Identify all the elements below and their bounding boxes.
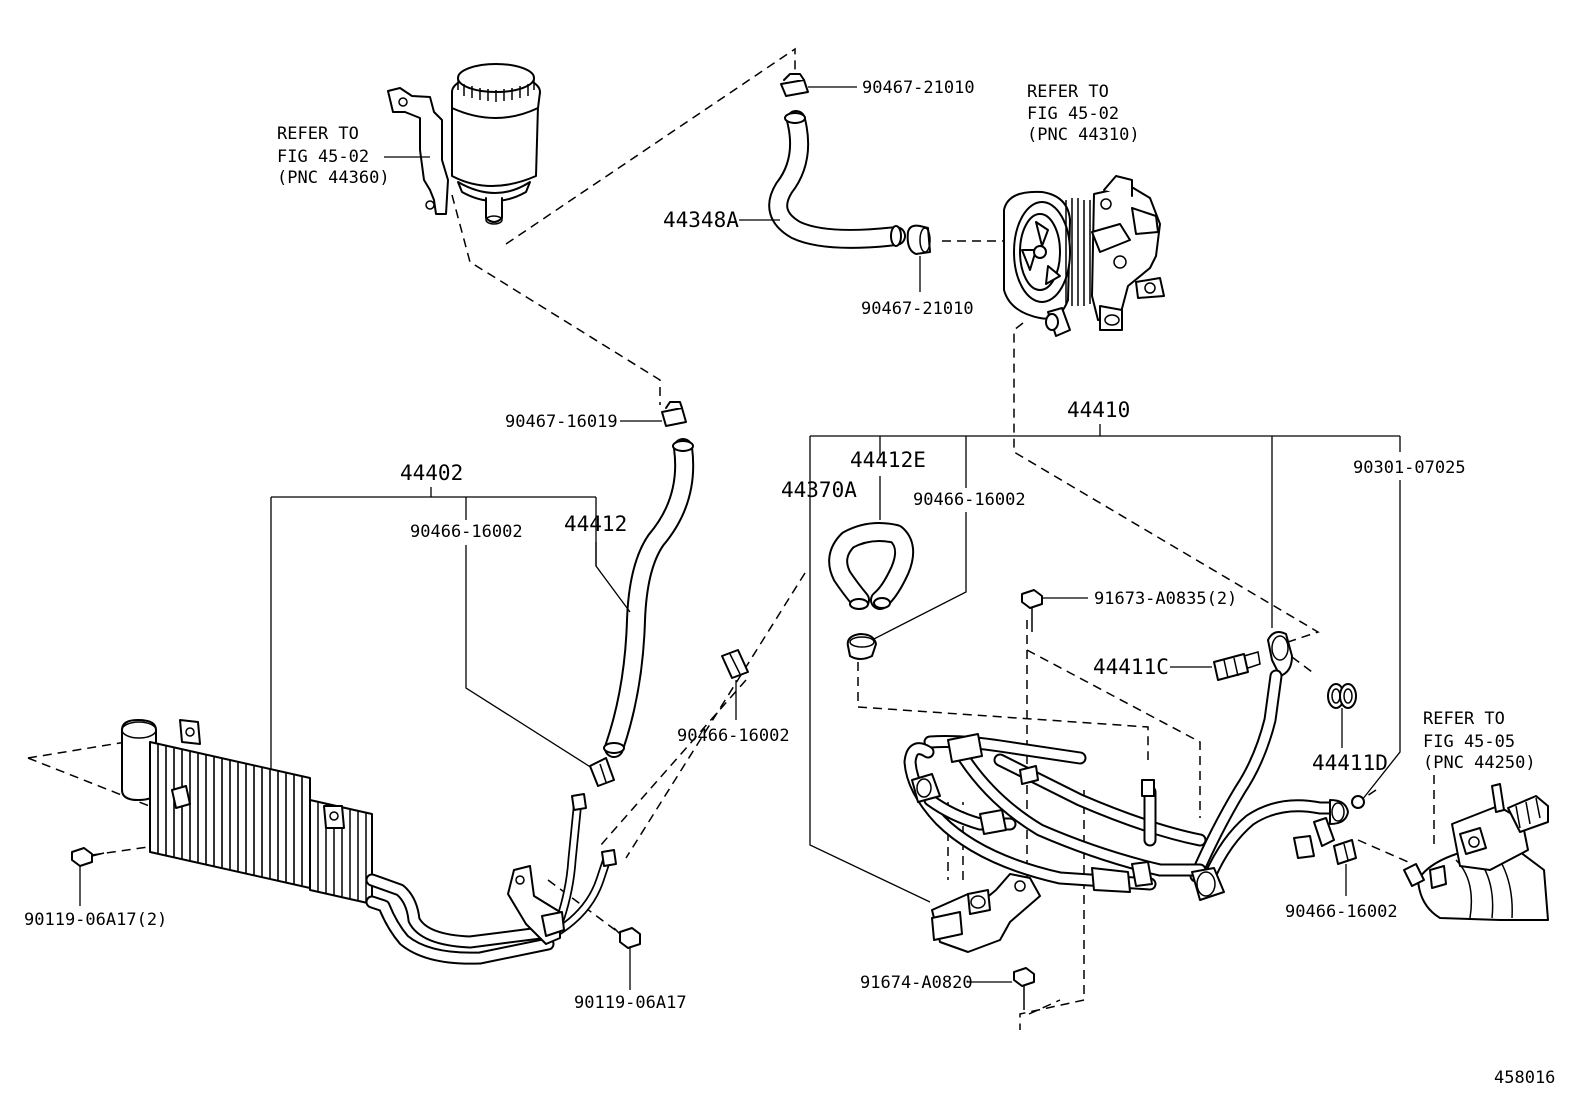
gear-refer-line3: (PNC 44250): [1423, 753, 1536, 773]
reservoir-refer-line2: FIG 45-02: [277, 147, 369, 167]
clamp-gear-label: 90466-16002: [1285, 902, 1398, 922]
clamp-top-label: 90467-21010: [862, 78, 975, 98]
bolt-91674-a0820: 91674-A0820: [860, 967, 1035, 1010]
hose-44412: 44412: [564, 438, 695, 758]
gasket-44411d: 44411D: [1312, 683, 1388, 775]
steering-gear: [1403, 783, 1549, 921]
figure-number: 458016: [1494, 1068, 1555, 1088]
pump-refer-line2: FIG 45-02: [1027, 104, 1119, 124]
pump-refer-line3: (PNC 44310): [1027, 125, 1140, 145]
clamp-44410-label: 90466-16002: [913, 490, 1026, 510]
gear-refer-line1: REFER TO: [1423, 709, 1505, 729]
hose-44348a: 44348A: [663, 110, 906, 249]
union-44411c-label: 44411C: [1093, 655, 1169, 679]
clamp-90466-16002-44410: [846, 633, 877, 660]
bolt-90119-06a17-left: 90119-06A17(2): [24, 847, 167, 930]
bolt-cooler-bottom-label: 90119-06A17: [574, 993, 687, 1013]
power-steering-pump: [1003, 175, 1165, 337]
clamp-90466-16002-gear: 90466-16002: [1285, 839, 1398, 922]
hose-44348a-label: 44348A: [663, 208, 739, 232]
reservoir-tank: [387, 63, 541, 225]
bolt-91673-label: 91673-A0835(2): [1094, 589, 1237, 609]
clamp-90467-21010-pump: 90467-21010: [861, 224, 974, 319]
union-44411c: 44411C: [1093, 651, 1261, 681]
reservoir-refer-label: REFER TO FIG 45-02 (PNC 44360): [277, 124, 430, 188]
hose-44412e-label: 44412E: [850, 448, 926, 472]
gear-refer-label: REFER TO FIG 45-05 (PNC 44250): [1423, 709, 1536, 773]
clamp-mid-label: 90466-16002: [677, 726, 790, 746]
clamp-16019-label: 90467-16019: [505, 412, 618, 432]
group-44410: 44410 44412E 44370A 90466-16002 90301-07…: [781, 398, 1466, 903]
clamp-90466-16002-mid: 90466-16002: [677, 649, 790, 746]
clamp-cooler-label: 90466-16002: [410, 522, 523, 542]
pressure-tube-assembly: [903, 631, 1349, 901]
oring-label: 90301-07025: [1353, 458, 1466, 478]
gasket-44411d-label: 44411D: [1312, 751, 1388, 775]
group-44410-label: 44410: [1067, 398, 1130, 422]
pump-refer-line1: REFER TO: [1027, 82, 1109, 102]
group-44402-label: 44402: [400, 461, 463, 485]
cooler-fins: [157, 744, 303, 886]
assembly-dashed-lines: [27, 47, 1435, 1030]
reservoir-refer-line1: REFER TO: [277, 124, 359, 144]
clamp-90467-21010-top: 90467-21010: [780, 73, 975, 98]
pump-refer-label: REFER TO FIG 45-02 (PNC 44310): [1027, 82, 1140, 145]
gear-refer-line2: FIG 45-05: [1423, 732, 1515, 752]
oil-cooler: [121, 719, 373, 905]
bolt-90119-06a17-bottom: 90119-06A17: [574, 927, 687, 1013]
cooler-pipes: [365, 793, 617, 965]
hose-44370a-label: 44370A: [781, 478, 857, 502]
oring-90301-07025: [1351, 795, 1365, 809]
tube-bracket: [931, 873, 1041, 953]
reservoir-refer-line3: (PNC 44360): [277, 168, 390, 188]
bolt-91674-label: 91674-A0820: [860, 973, 973, 993]
clamp-90466-16002-cooler: [589, 757, 615, 787]
bolt-cooler-left-label: 90119-06A17(2): [24, 910, 167, 930]
hose-44412e: [828, 522, 915, 610]
bolt-91673-a0835: 91673-A0835(2): [1021, 589, 1237, 632]
clamp-90467-16019: 90467-16019: [505, 401, 687, 432]
clamp-pump-label: 90467-21010: [861, 299, 974, 319]
group-44402: 44402 90466-16002: [270, 461, 597, 830]
